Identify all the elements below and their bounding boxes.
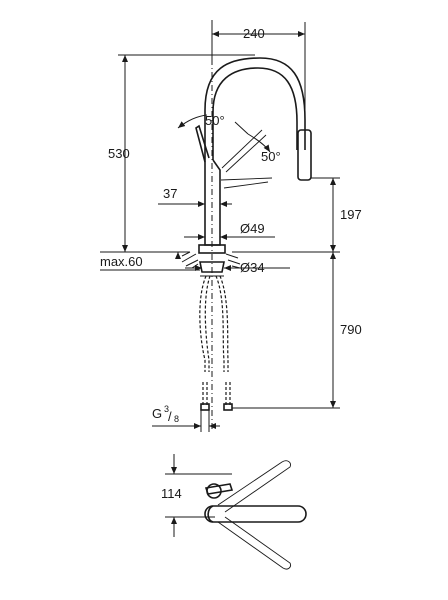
dimension-lines — [100, 22, 340, 432]
hose-left — [199, 275, 207, 372]
label-34: Ø34 — [240, 260, 265, 275]
swivel-ghost-right — [220, 177, 273, 181]
label-thread-g: G — [152, 406, 162, 421]
label-790: 790 — [340, 322, 362, 337]
label-530: 530 — [108, 146, 130, 161]
spout-inner-arc — [212, 67, 298, 160]
top-view-ghost-down — [217, 516, 291, 570]
label-thread-den: 8 — [174, 414, 179, 424]
faucet-side-view — [195, 20, 312, 430]
top-view-ghost-up — [217, 460, 291, 513]
label-max60: max.60 — [100, 254, 143, 269]
label-thread-slash: / — [168, 409, 172, 424]
swivel-arc-left — [177, 114, 208, 129]
hose-right — [215, 275, 225, 372]
label-197: 197 — [340, 207, 362, 222]
supply-hoses — [199, 275, 233, 411]
swivel-ghost-lever — [221, 129, 263, 169]
connector-left — [200, 403, 210, 411]
connector-right — [223, 403, 233, 411]
label-114: 114 — [161, 486, 182, 501]
faucet-top-view — [165, 454, 307, 570]
label-50-right: 50° — [261, 149, 281, 164]
dimension-labels: 240 530 50° 50° 37 197 Ø49 max.60 Ø34 79… — [100, 26, 362, 501]
label-50-left: 50° — [205, 113, 225, 128]
spout-outer-arc — [204, 57, 306, 158]
top-view-spout — [204, 505, 307, 523]
label-240: 240 — [243, 26, 265, 41]
label-37: 37 — [163, 186, 177, 201]
lever-handle — [195, 124, 210, 163]
label-49: Ø49 — [240, 221, 265, 236]
swivel-arc-right — [247, 133, 271, 153]
label-thread-num: 3 — [164, 404, 169, 414]
